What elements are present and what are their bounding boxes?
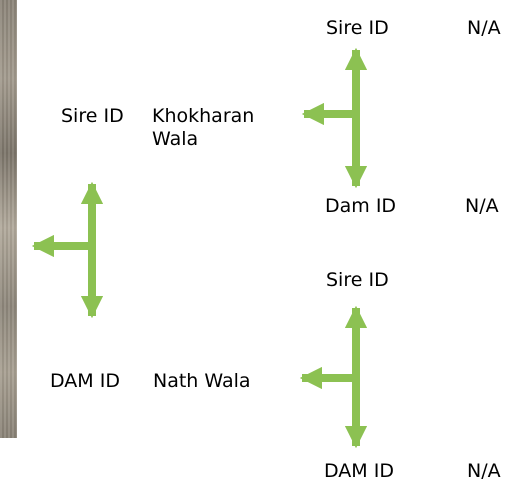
- bottom-dam-label: DAM ID: [324, 460, 394, 481]
- sire-split-arrow: [301, 47, 368, 189]
- left-sire-label: Sire ID: [61, 105, 124, 127]
- left-dam-label: DAM ID: [50, 370, 120, 392]
- left-sire-value-line2: Wala: [152, 128, 199, 150]
- left-sire-value: Khokharan: [152, 105, 255, 127]
- top-dam-value: N/A: [465, 195, 499, 217]
- bottom-dam-value: N/A: [467, 460, 501, 481]
- top-sire-label: Sire ID: [326, 17, 389, 39]
- dam-split-arrow: [299, 305, 368, 449]
- animal-photo: [0, 0, 17, 438]
- main-split-arrow: [31, 181, 104, 319]
- top-sire-value: N/A: [467, 17, 501, 39]
- top-dam-label: Dam ID: [325, 195, 397, 217]
- bottom-sire-label: Sire ID: [326, 269, 389, 291]
- left-dam-value: Nath Wala: [153, 370, 251, 392]
